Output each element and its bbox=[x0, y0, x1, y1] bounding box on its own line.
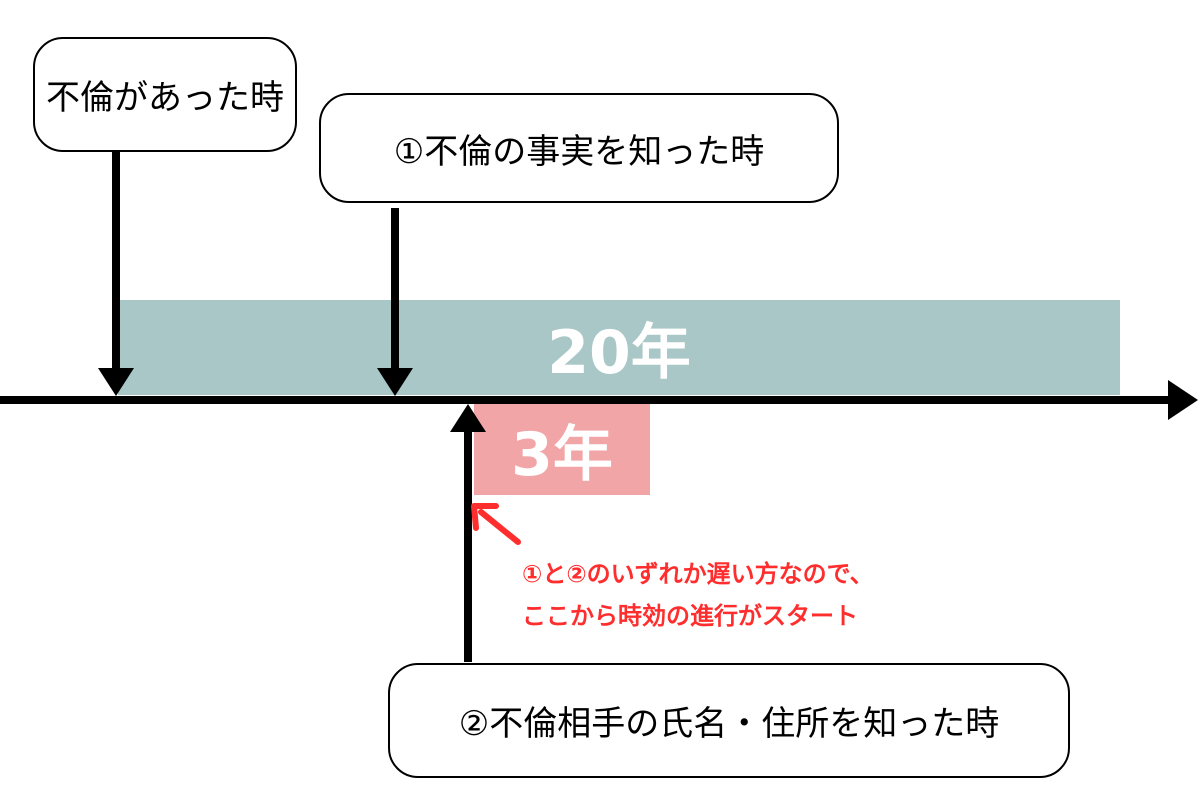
fact-arrowhead bbox=[377, 368, 413, 396]
three-year-label: 3年 bbox=[511, 420, 613, 490]
twenty-year-label: 20年 bbox=[547, 318, 691, 388]
affair-occurred-box: 不倫があった時 bbox=[33, 37, 297, 152]
note-pointer-shaft bbox=[478, 509, 521, 545]
timeline-arrowhead bbox=[1168, 380, 1198, 420]
identity-known-label: ②不倫相手の氏名・住所を知った時 bbox=[458, 704, 1000, 744]
note-pointer-head bbox=[471, 503, 499, 531]
affair-occurred-label: 不倫があった時 bbox=[46, 78, 284, 118]
twenty-year-period-band: 20年 bbox=[118, 300, 1120, 395]
affair-arrowhead bbox=[98, 368, 134, 396]
identity-known-box: ②不倫相手の氏名・住所を知った時 bbox=[388, 663, 1070, 778]
note-line-1: ①と②のいずれか遅い方なので、 bbox=[522, 560, 874, 588]
identity-arrowhead bbox=[450, 404, 486, 432]
fact-known-label: ①不倫の事実を知った時 bbox=[393, 131, 765, 172]
note-line-2: ここから時効の進行がスタート bbox=[522, 602, 858, 630]
three-year-period-band: 3年 bbox=[474, 404, 650, 495]
fact-known-box: ①不倫の事実を知った時 bbox=[319, 93, 839, 203]
start-point-note: ①と②のいずれか遅い方なので、 ここから時効の進行がスタート bbox=[522, 553, 874, 637]
